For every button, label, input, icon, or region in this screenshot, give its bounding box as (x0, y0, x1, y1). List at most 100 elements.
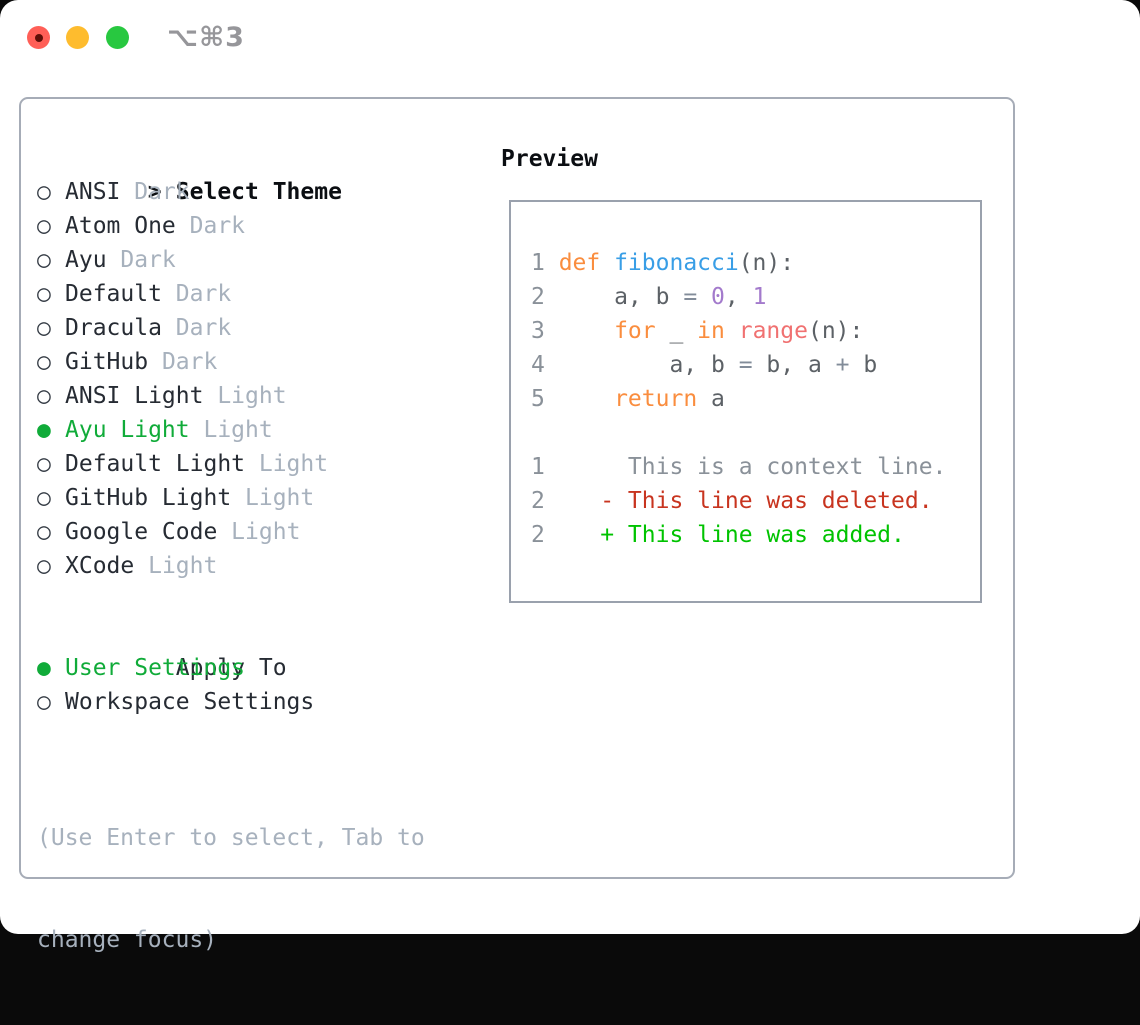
theme-list-title: Select Theme (175, 179, 342, 205)
theme-variant: Dark (120, 179, 190, 205)
theme-variant: Dark (161, 315, 232, 341)
theme-list-header: > Select Theme (37, 141, 342, 205)
code-line: 4 a, b = b, a + b (531, 348, 946, 382)
code-token (559, 318, 614, 344)
code-token: = (738, 352, 767, 378)
theme-item-atom-one[interactable]: ○ Atom One Dark (37, 209, 342, 243)
code-token: 1 (752, 284, 767, 310)
line-number: 2 (531, 522, 545, 548)
radio-icon: ○ (37, 451, 51, 477)
theme-item-dracula[interactable]: ○ Dracula Dark (37, 311, 342, 345)
code-token: range (738, 318, 808, 344)
code-token: b, a (766, 352, 836, 378)
radio-icon: ○ (37, 179, 51, 205)
theme-item-google-code[interactable]: ○ Google Code Light (37, 515, 342, 549)
theme-variant: Dark (106, 247, 176, 273)
code-token: - This line was deleted. (558, 488, 933, 514)
code-token: def (558, 250, 615, 276)
apply-option-label: Workspace Settings (65, 689, 315, 715)
radio-icon: ○ (37, 689, 51, 715)
code-token: , (724, 284, 753, 310)
apply-to-title: Apply To (175, 655, 287, 681)
apply-option-workspace-settings[interactable]: ○ Workspace Settings (37, 685, 314, 719)
titlebar: ⌥⌘3 (0, 0, 1140, 74)
unsaved-changes-dot-icon (34, 33, 43, 42)
code-token: 0 (711, 284, 725, 310)
theme-variant: Dark (161, 281, 232, 307)
line-number: 5 (531, 386, 545, 412)
apply-to-section: Apply To ●User Settings ○ Workspace Settin… (37, 617, 314, 719)
theme-item-xcode[interactable]: ○XCode Light (37, 549, 342, 583)
theme-variant: Light (189, 417, 273, 443)
line-number: 3 (531, 318, 545, 344)
theme-item-ayu-light[interactable]: ●Ayu Light Light (37, 413, 342, 447)
theme-variant: Light (245, 451, 329, 477)
code-line: 3 for _ in range(n): (531, 314, 946, 348)
radio-selected-icon: ● (37, 417, 51, 443)
theme-name: Dracula (65, 315, 162, 341)
theme-variant: Dark (148, 349, 218, 375)
code-line: 2 a, b = 0, 1 (531, 280, 946, 314)
theme-item-github[interactable]: ○GitHub Dark (37, 345, 342, 379)
app-window: ⌥⌘3 >Select Theme ○ANSI Dark○Atom One Da… (0, 0, 1140, 953)
theme-list: >Select Theme ○ANSI Dark○Atom One Dark○A… (37, 141, 342, 583)
theme-name: GitHub Light (65, 485, 232, 511)
theme-picker-panel: >Select Theme ○ANSI Dark○Atom One Dark○A… (19, 97, 1015, 953)
theme-name: Google Code (65, 519, 218, 545)
theme-item-default[interactable]: ○Default Dark (37, 277, 342, 311)
code-token (559, 386, 614, 412)
radio-icon: ○ (37, 213, 51, 239)
theme-name: Atom One (65, 213, 176, 239)
theme-variant: Light (134, 553, 218, 579)
theme-item-ansi-light[interactable]: ○ANSI Light Light (37, 379, 342, 413)
radio-icon: ○ (37, 247, 51, 273)
line-number: 4 (531, 352, 545, 378)
code-line: 2 - This line was deleted. (531, 484, 946, 518)
radio-icon: ○ (37, 519, 51, 545)
code-token: a (697, 386, 725, 412)
theme-item-default-light[interactable]: ○Default Light Light (37, 447, 342, 481)
code-token: This is a context line. (558, 454, 947, 480)
code-token: (n): (807, 318, 864, 344)
theme-name: Ayu (65, 247, 107, 273)
apply-option-user-settings[interactable]: ●User Settings (37, 651, 314, 685)
code-token: return (614, 386, 698, 412)
line-number: 1 (531, 454, 545, 480)
radio-icon: ○ (37, 485, 51, 511)
help-line-2: change focus) (37, 927, 218, 953)
radio-icon: ○ (37, 383, 51, 409)
code-token: = (683, 284, 712, 310)
theme-variant: Light (217, 519, 301, 545)
radio-selected-icon: ● (37, 655, 51, 681)
code-token: for (614, 318, 656, 344)
radio-icon: ○ (37, 281, 51, 307)
apply-to-header-row: Apply To (37, 617, 314, 681)
code-token: + This line was added. (558, 522, 905, 548)
theme-name: XCode (65, 553, 135, 579)
radio-icon: ○ (37, 315, 51, 341)
code-token: b (863, 352, 878, 378)
theme-variant: Dark (175, 213, 246, 239)
focus-caret-icon: > (147, 179, 162, 205)
code-line: 1 This is a context line. (531, 450, 946, 484)
theme-name: GitHub (65, 349, 149, 375)
minimize-button[interactable] (66, 26, 89, 49)
code-token: a, b (558, 352, 739, 378)
apply-to-options: ●User Settings ○ Workspace Settings (37, 651, 314, 719)
theme-item-ayu[interactable]: ○ Ayu Dark (37, 243, 342, 277)
code-token: in (697, 318, 739, 344)
zoom-button[interactable] (106, 26, 129, 49)
code-token: + (835, 352, 864, 378)
window-title: ⌥⌘3 (167, 22, 245, 53)
theme-item-github-light[interactable]: ○ GitHub Light Light (37, 481, 342, 515)
theme-name: ANSI Light (65, 383, 204, 409)
code-line: 2 + This line was added. (531, 518, 946, 552)
theme-item-ansi[interactable]: ○ANSI Dark (37, 175, 342, 209)
theme-items: ○ANSI Dark○Atom One Dark○Ayu Dark○Defaul… (37, 175, 342, 583)
line-number: 2 (531, 284, 545, 310)
theme-variant: Light (231, 485, 315, 511)
code-token: (n): (738, 250, 795, 276)
close-button[interactable] (27, 26, 50, 49)
